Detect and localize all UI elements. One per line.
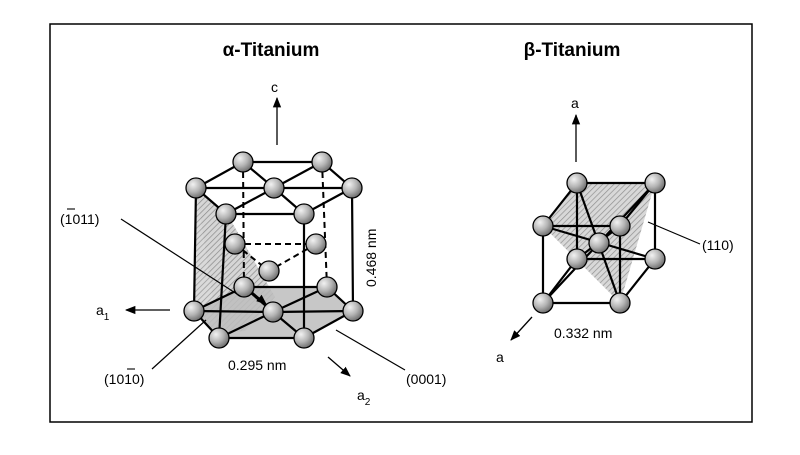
base-dimension-label: 0.295 nm: [228, 357, 286, 373]
atom: [532, 215, 554, 237]
hcp-atoms: [183, 151, 364, 349]
pyramidal-leader: [120, 218, 241, 297]
atom: [311, 151, 333, 173]
alpha-titanium-diagram: α-Titanium: [60, 40, 446, 408]
beta-top-axis-label: a: [571, 95, 579, 111]
atom: [183, 300, 205, 322]
height-dimension-label: 0.468 nm: [363, 229, 379, 287]
atom: [609, 292, 631, 314]
c-axis-label: c: [271, 79, 278, 95]
atom: [609, 215, 631, 237]
atom: [342, 300, 364, 322]
atom: [263, 177, 285, 199]
pyramidal-plane-label: (1011): [60, 211, 99, 227]
atom: [644, 172, 666, 194]
atom: [341, 177, 363, 199]
atom: [293, 327, 315, 349]
atom: [262, 301, 284, 323]
beta-left-axis-arrow: [510, 316, 533, 341]
beta-edge-dimension-label: 0.332 nm: [554, 325, 612, 341]
plane-110-label: (110): [702, 237, 734, 253]
beta-title: β-Titanium: [524, 40, 621, 61]
figure-frame: [49, 23, 753, 423]
a2-axis-arrow: [327, 356, 351, 377]
atom: [305, 233, 327, 255]
atom: [588, 232, 610, 254]
atom: [224, 233, 246, 255]
bcc-atoms: [532, 172, 666, 314]
a2-axis-label: a2: [357, 387, 371, 408]
atom: [185, 177, 207, 199]
basal-leader: [335, 329, 406, 371]
beta-titanium-diagram: β-Titanium: [496, 40, 734, 365]
basal-plane-label: (0001): [406, 371, 446, 387]
atom: [566, 172, 588, 194]
plane-110-leader: [647, 221, 701, 245]
atom: [316, 276, 338, 298]
atom: [208, 327, 230, 349]
beta-left-axis-label: a: [496, 349, 504, 365]
atom: [566, 248, 588, 270]
prism-leader: [151, 319, 207, 370]
atom: [258, 260, 280, 282]
atom: [233, 276, 255, 298]
inner-arrow: [251, 291, 267, 305]
atom: [293, 203, 315, 225]
prism-plane-label: (1010): [104, 371, 144, 387]
atom: [532, 292, 554, 314]
atom: [232, 151, 254, 173]
atom: [215, 203, 237, 225]
atom: [644, 248, 666, 270]
alpha-title: α-Titanium: [223, 40, 320, 61]
hcp-vertical-edges: [192, 161, 355, 340]
a1-axis-label: a1: [96, 302, 110, 323]
